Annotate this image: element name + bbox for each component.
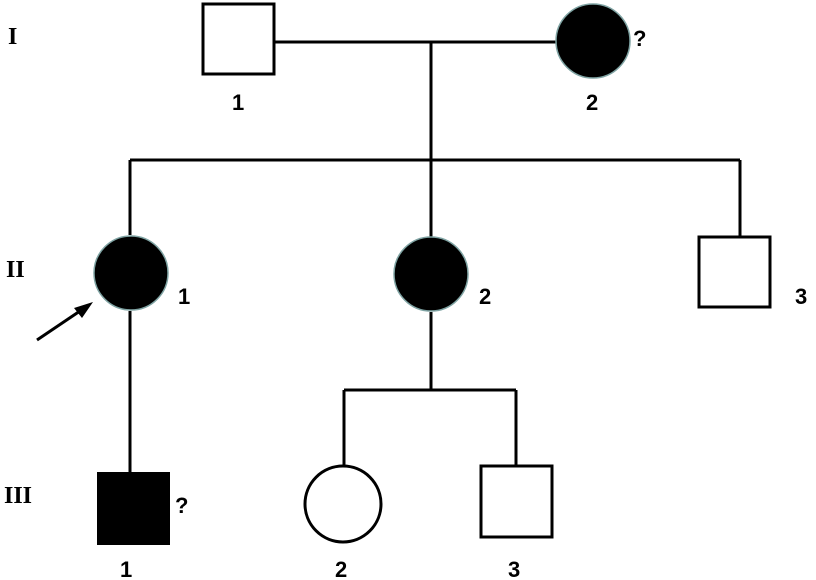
individual-I2-female-affected — [555, 3, 631, 79]
individual-II2-number: 2 — [479, 284, 491, 309]
individual-III1-male-affected — [97, 472, 170, 545]
proband-arrow-icon — [36, 302, 93, 342]
generation-label-III: III — [4, 483, 32, 509]
individual-I2-number: 2 — [586, 90, 598, 115]
individual-III1-question-mark: ? — [175, 493, 188, 518]
individual-III2-female — [303, 464, 383, 544]
individual-III3-number: 3 — [508, 557, 520, 580]
generation-label-I: I — [8, 24, 17, 50]
individual-III1-number: 1 — [120, 557, 132, 580]
individual-III3-male — [479, 464, 554, 539]
individual-I2-question-mark: ? — [633, 26, 646, 51]
individual-I1-number: 1 — [232, 90, 244, 115]
individual-II3-male — [697, 235, 772, 309]
generation-label-II: II — [6, 257, 25, 283]
individual-I1-male — [201, 2, 276, 76]
individual-II1-female-affected — [93, 235, 169, 311]
individual-III2-number: 2 — [335, 557, 347, 580]
individual-II2-female-affected — [393, 236, 469, 312]
individual-II3-number: 3 — [795, 284, 807, 309]
individual-II1-number: 1 — [178, 284, 190, 309]
